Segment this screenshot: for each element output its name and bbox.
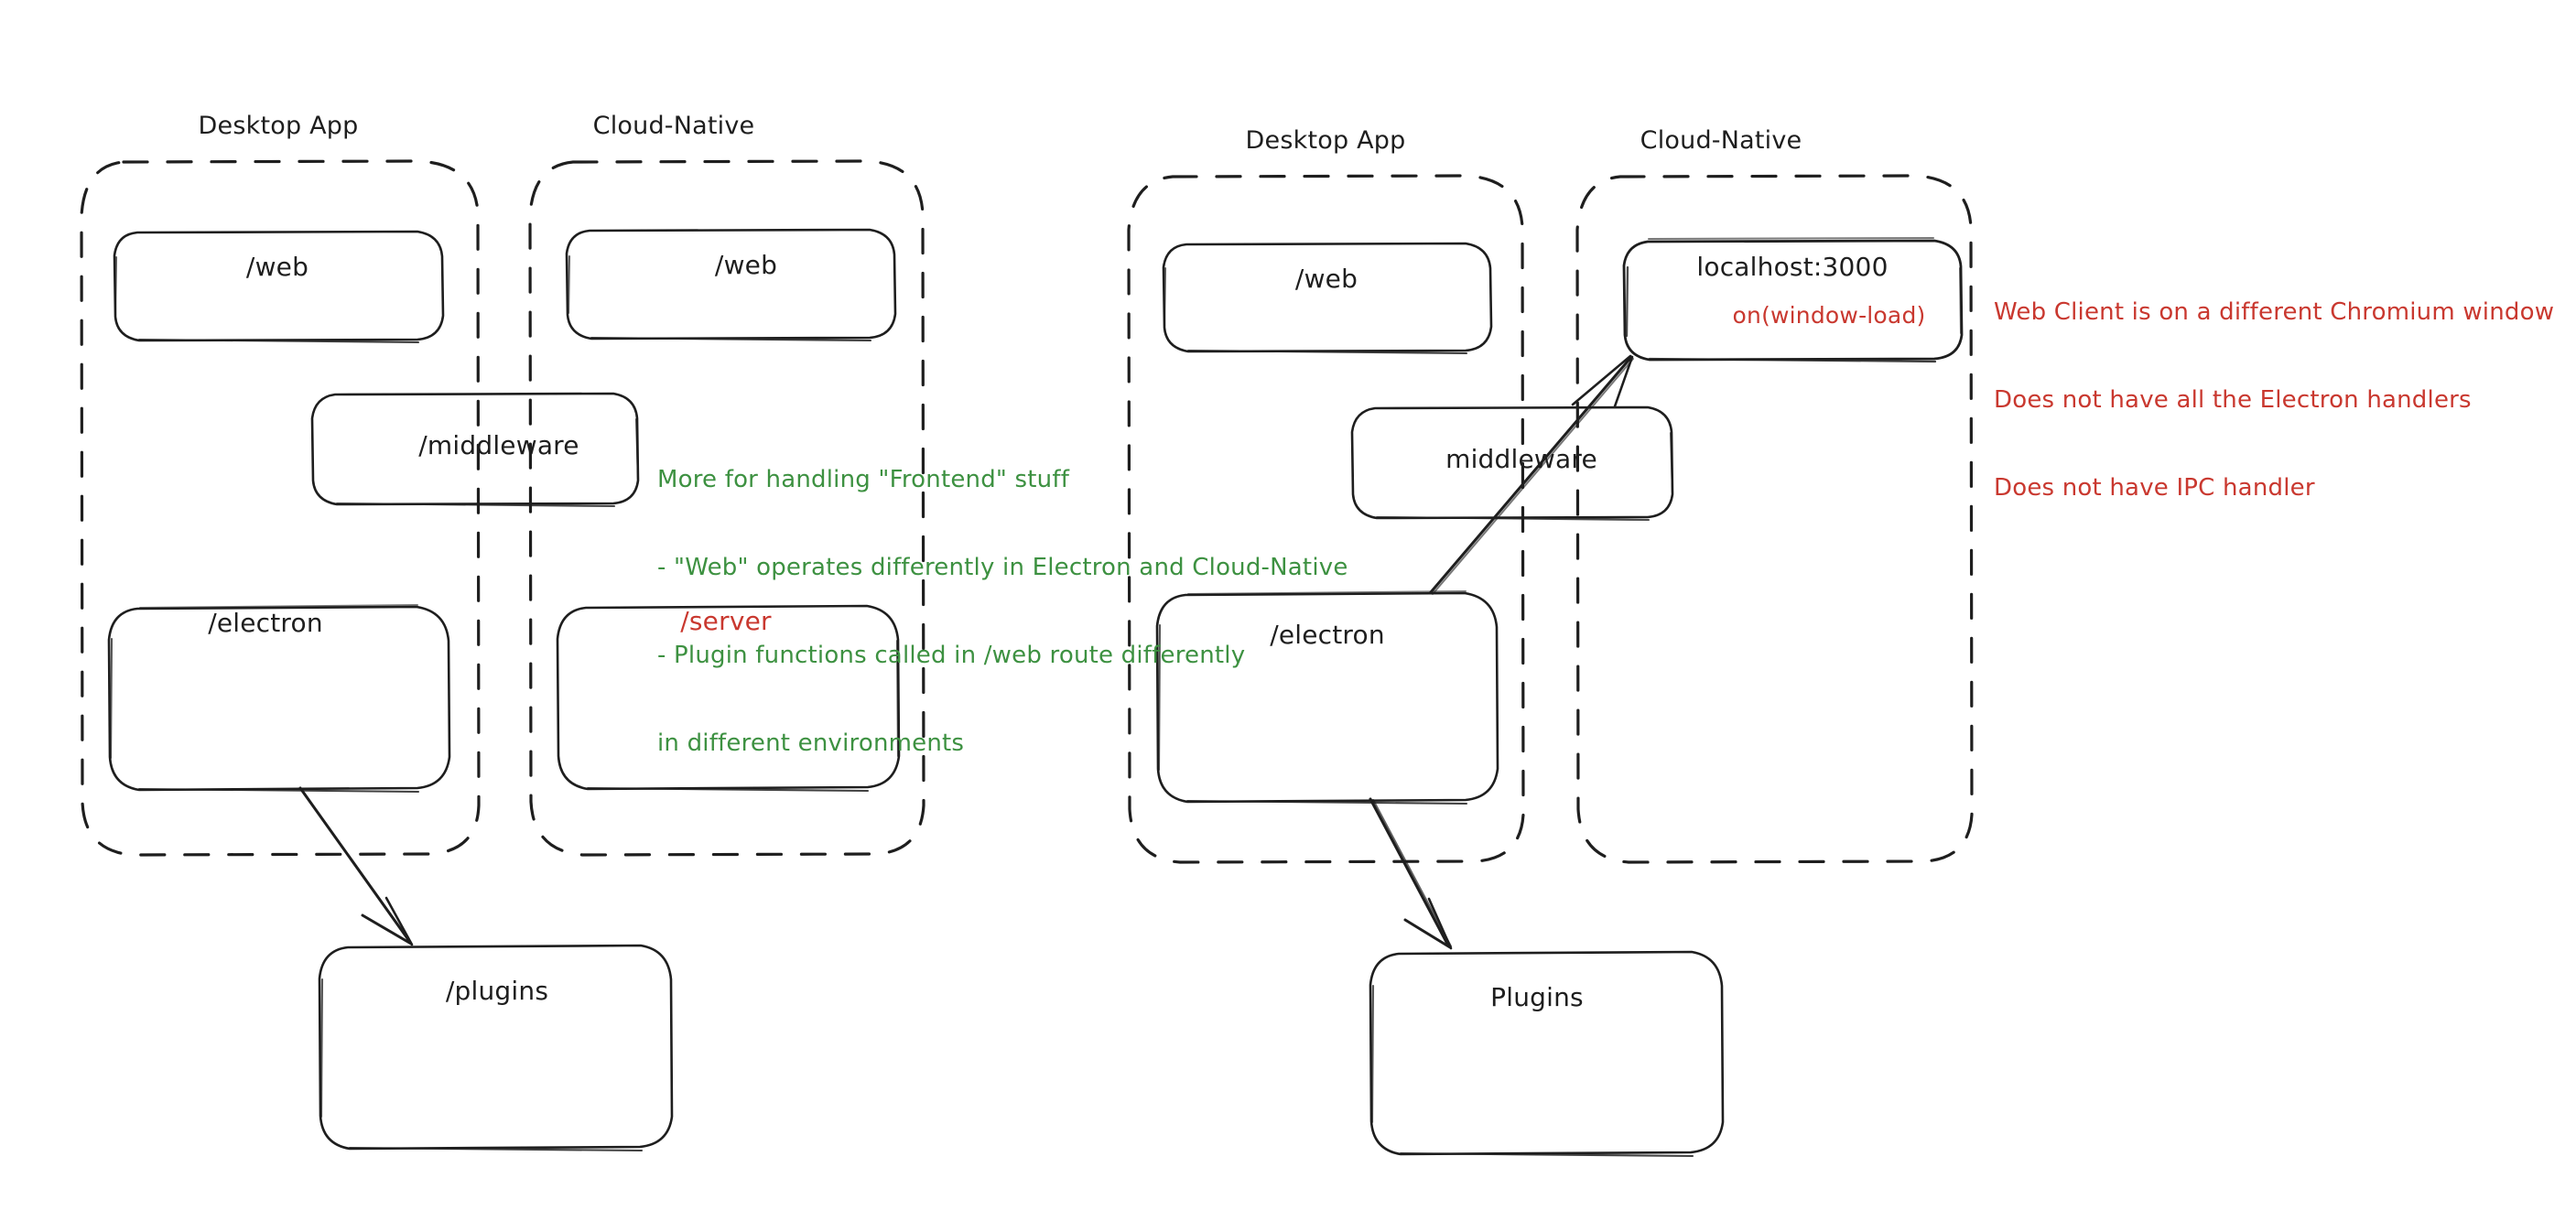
box-right-cloud-localhost: [1622, 237, 1964, 363]
box-label-left-middleware: /middleware: [418, 430, 579, 460]
box-left-middleware: [310, 392, 640, 508]
box-label-left-cloud-server: /server: [680, 606, 772, 636]
annotation-green-line-1: More for handling "Frontend" stuff: [657, 466, 1070, 493]
box-left-desktop-web: [113, 230, 445, 344]
box-left-desktop-electron: [107, 604, 451, 794]
box-label-right-desktop-web: /web: [1294, 264, 1358, 294]
box-right-desktop-web: [1162, 242, 1493, 355]
box-label-left-desktop-electron: /electron: [208, 608, 323, 638]
annotation-red-line-2: Does not have all the Electron handlers: [1994, 386, 2472, 414]
box-left-plugins: [318, 944, 674, 1152]
group-title-left-desktop: Desktop App: [198, 112, 359, 140]
box-left-cloud-web: [565, 228, 897, 342]
annotation-green-line-3: - Plugin functions called in /web route …: [657, 642, 1246, 669]
box-label-right-middleware: middleware: [1445, 444, 1597, 474]
box-label-right-cloud-localhost: localhost:3000: [1696, 252, 1889, 282]
annotation-red-line-3: Does not have IPC handler: [1994, 474, 2315, 502]
arrow-left-electron-to-plugins: [298, 786, 414, 946]
box-left-cloud-server: [556, 604, 901, 793]
box-label-left-plugins: /plugins: [445, 976, 549, 1006]
box-label-right-desktop-electron: /electron: [1270, 620, 1385, 650]
group-title-right-desktop: Desktop App: [1245, 126, 1406, 155]
container-left-desktop: [80, 159, 481, 857]
group-title-right-cloud: Cloud-Native: [1640, 126, 1802, 155]
box-label-left-cloud-web: /web: [714, 250, 778, 280]
box-label-right-plugins: Plugins: [1490, 982, 1584, 1012]
box-label-left-desktop-web: /web: [245, 252, 309, 282]
container-left-cloud: [528, 159, 925, 857]
annotation-green-line-2: - "Web" operates differently in Electron…: [657, 554, 1348, 581]
annotation-red-note: Web Client is on a different Chromium wi…: [1994, 239, 2554, 561]
annotation-green-note: More for handling "Frontend" stuff - "We…: [657, 406, 1348, 816]
arrow-right-electron-to-localhost: [1429, 354, 1634, 595]
box-right-desktop-electron: [1155, 590, 1499, 805]
annotation-green-line-4: in different environments: [657, 729, 965, 757]
annotation-red-line-1: Web Client is on a different Chromium wi…: [1994, 298, 2555, 326]
box-sublabel-right-cloud-localhost: on(window-load): [1732, 302, 1926, 329]
arrow-right-electron-to-plugins: [1369, 797, 1453, 950]
box-right-plugins: [1369, 950, 1725, 1158]
group-title-left-cloud: Cloud-Native: [592, 112, 755, 140]
box-right-middleware: [1350, 405, 1674, 522]
